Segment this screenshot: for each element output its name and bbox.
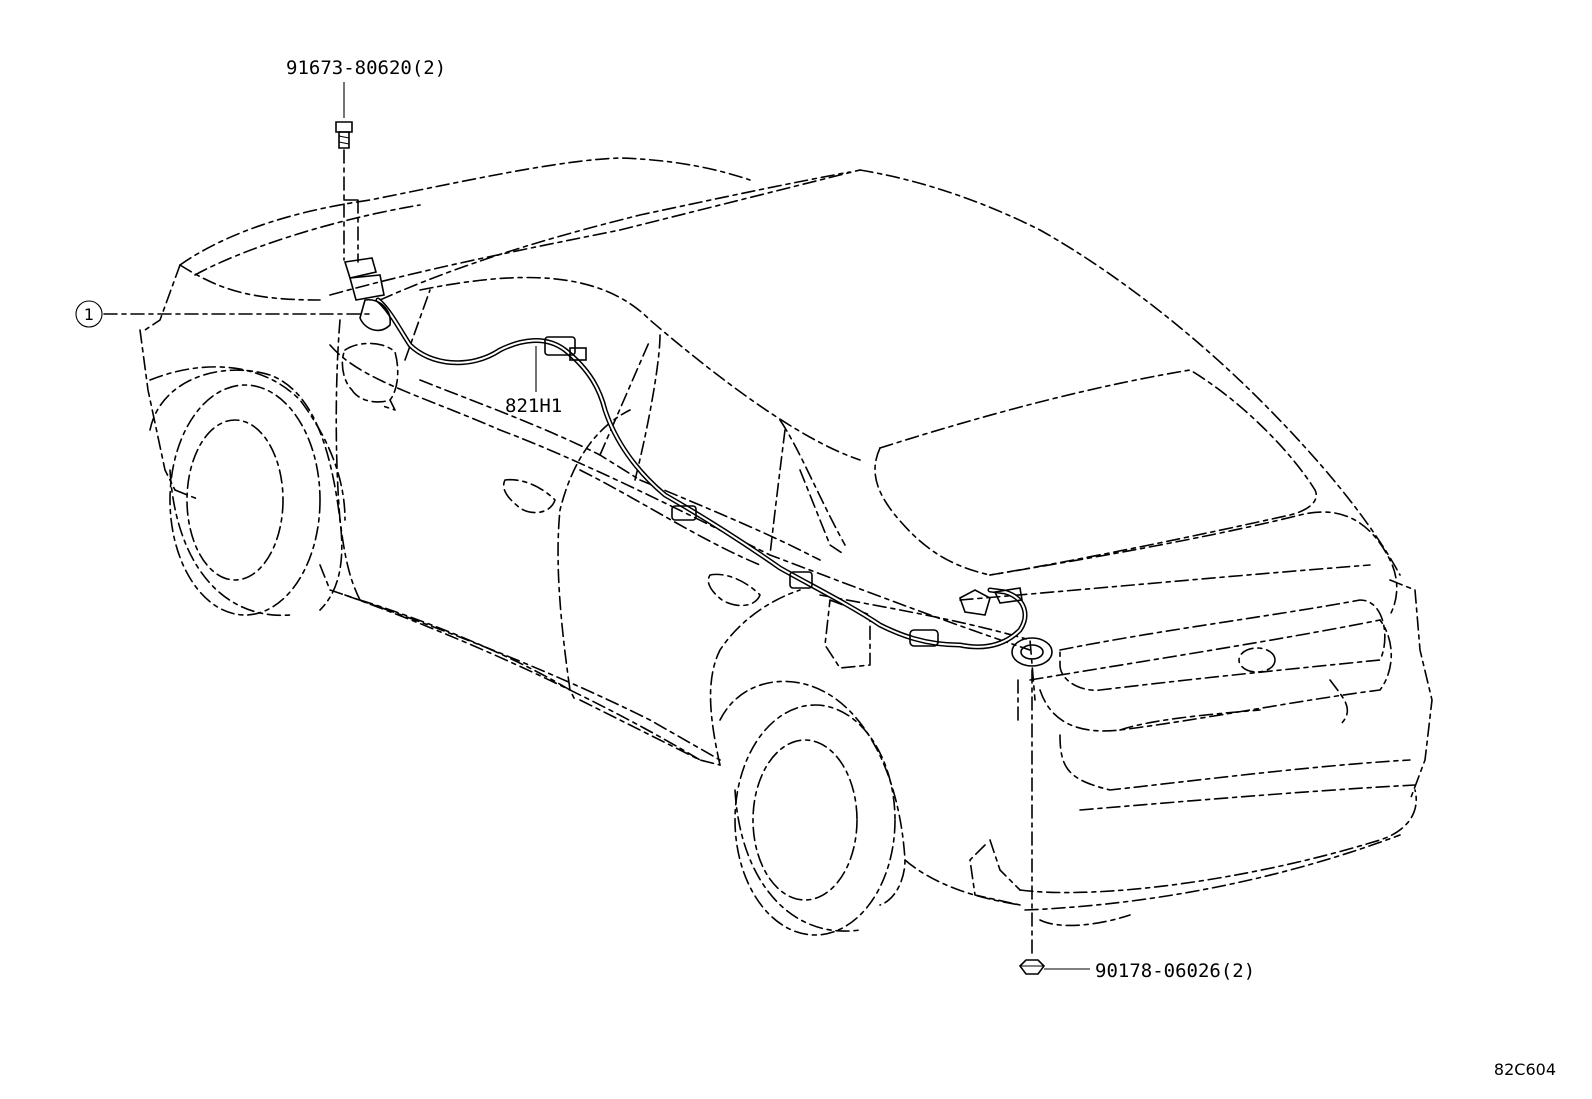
figure-code: 82C604 (1494, 1060, 1556, 1079)
harness-part-number: 821H1 (505, 395, 562, 417)
car-body-outline (139, 157, 1433, 936)
bolt-fastener (335, 82, 359, 263)
bolt-part-number: 91673-80620(2) (286, 57, 446, 79)
index-marker-label: 1 (84, 305, 94, 324)
nut-fastener (1017, 669, 1090, 975)
grommet-part-number: 90178-06026(2) (1095, 960, 1255, 982)
wire-harness-821h1 (343, 257, 1053, 667)
index-marker: 1 (75, 300, 373, 328)
